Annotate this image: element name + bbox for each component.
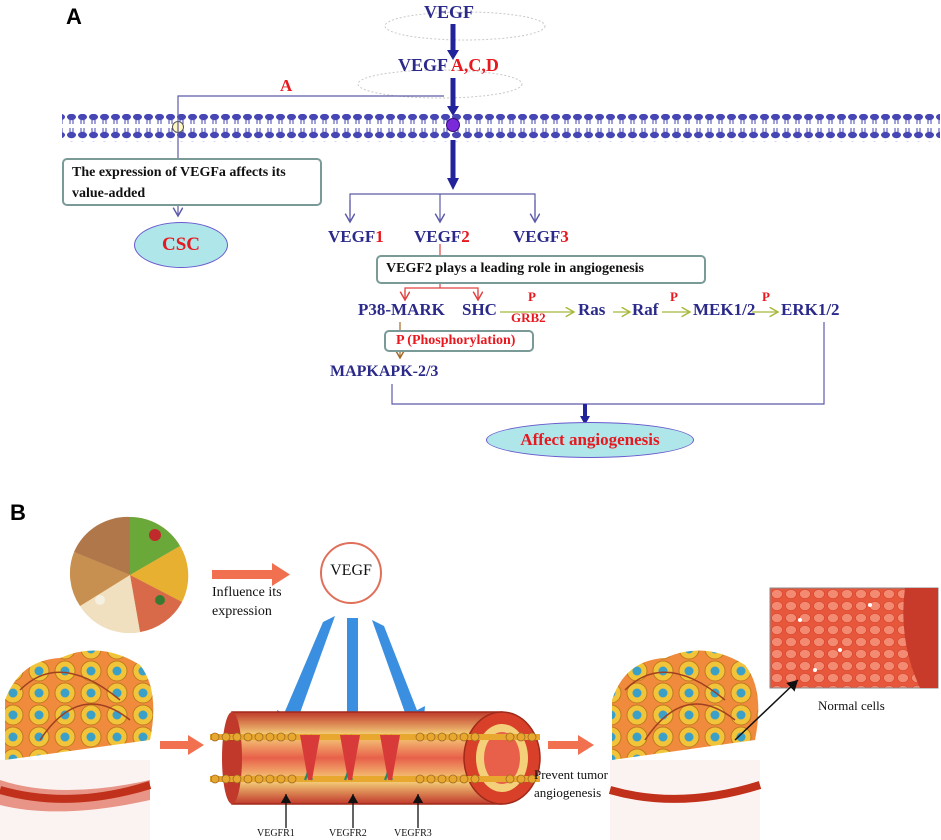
label-p-mek: P <box>762 289 770 304</box>
affect-angiogenesis-label: Affect angiogenesis <box>520 430 660 449</box>
panel-b-letter: B <box>10 500 26 525</box>
prevent-label: Prevent tumor angiogenesis <box>534 767 609 800</box>
node-raf: Raf <box>632 300 659 319</box>
node-mapkapk: MAPKAPK-2/3 <box>330 363 439 380</box>
node-vegf3: VEGF3 <box>513 227 569 247</box>
label-a: A <box>280 76 293 95</box>
expression-box: The expression of VEGFa affects its valu… <box>62 158 322 206</box>
vegfr1-label: VEGFR1 <box>257 828 295 839</box>
vegf-acd-suffix: A,C,D <box>450 55 499 75</box>
branch-receptors <box>349 193 536 216</box>
cell-membrane <box>62 114 940 142</box>
vegf-acd-halo <box>357 69 523 99</box>
blood-vessel <box>210 711 541 805</box>
label-p-raf: P <box>670 289 678 304</box>
vegf3-prefix: VEGF <box>513 227 561 246</box>
vegf3-num: 3 <box>560 227 569 246</box>
node-vegf2: VEGF2 <box>414 227 470 247</box>
vegf-circle-label: VEGF <box>330 562 372 579</box>
panel-a-letter: A <box>66 4 82 29</box>
arrow-to-normal-cells <box>734 679 799 741</box>
label-grb2: GRB2 <box>511 310 546 325</box>
normal-cells-label: Normal cells <box>818 698 885 713</box>
node-mek: MEK1/2 <box>693 300 756 319</box>
receptor-center <box>446 118 460 132</box>
node-erk: ERK1/2 <box>781 300 840 319</box>
leading-role-box: VEGF2 plays a leading role in angiogenes… <box>376 255 706 284</box>
tumor-cluster-right <box>608 650 762 840</box>
vegf1-prefix: VEGF <box>328 227 376 246</box>
vegf2-prefix: VEGF <box>414 227 462 246</box>
node-ras: Ras <box>578 300 606 319</box>
vegf1-num: 1 <box>375 227 384 246</box>
orange-arrow-tumor-vessel <box>160 735 204 755</box>
vegf-halo <box>384 11 546 41</box>
node-p38-mark: P38-MARK <box>358 300 445 319</box>
vegf2-num: 2 <box>461 227 470 246</box>
orange-arrow-vessel-result <box>548 735 594 755</box>
tumor-cluster-left <box>0 650 154 840</box>
affect-angiogenesis-ellipse: Affect angiogenesis <box>486 422 694 458</box>
vegf-acd-prefix: VEGF <box>398 55 448 75</box>
food-plate-image <box>69 516 189 634</box>
vegf-circle <box>320 542 382 604</box>
vegfr2-label: VEGFR2 <box>329 828 367 839</box>
vegfr3-label: VEGFR3 <box>394 828 432 839</box>
node-vegf-top: VEGF <box>424 2 475 22</box>
influence-label: Influence its expression <box>212 585 282 619</box>
phosphorylation-box: P (Phosphorylation) <box>384 330 534 352</box>
csc-ellipse: CSC <box>134 222 228 268</box>
label-p-shc: P <box>528 289 536 304</box>
line-converge <box>391 322 825 405</box>
orange-arrow-food-vegf <box>212 563 290 586</box>
csc-label: CSC <box>161 234 200 255</box>
node-shc: SHC <box>462 300 497 319</box>
node-vegf-acd: VEGF A,C,D <box>398 55 499 76</box>
node-vegf1: VEGF1 <box>328 227 384 247</box>
normal-cells-image <box>769 587 939 689</box>
